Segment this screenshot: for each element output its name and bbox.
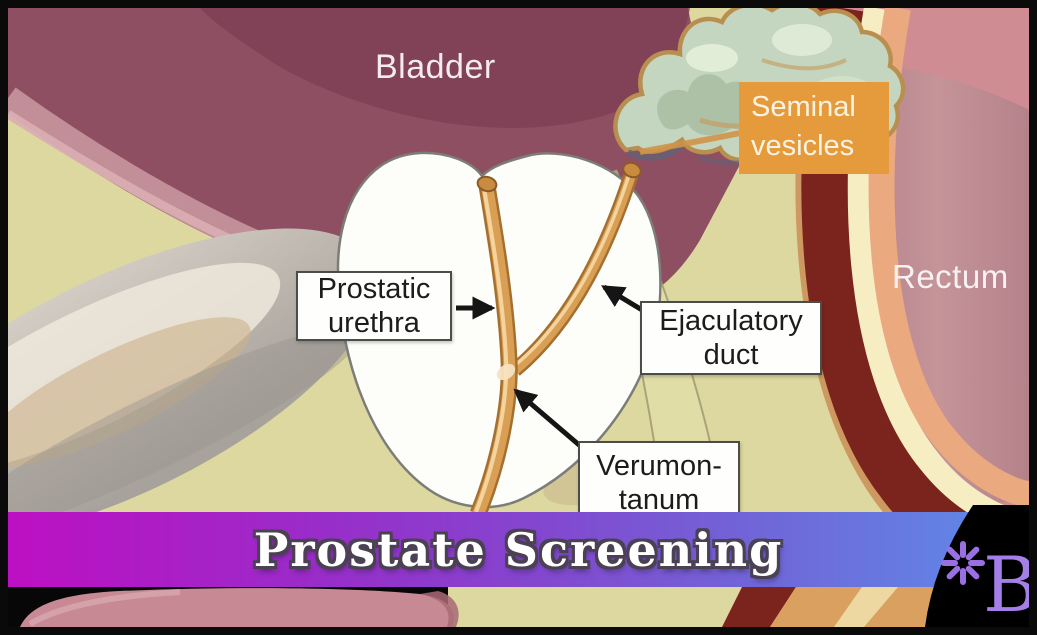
illustration-canvas: Bladder Rectum Seminal vesicles Prostati… <box>8 8 1029 627</box>
strip-cream-streak <box>834 587 898 627</box>
prostatic-urethra-tube <box>470 175 518 518</box>
pubic-bone-shape <box>8 228 377 542</box>
strip-maroon-band <box>722 587 796 627</box>
verumontanum-label-line1: Verumon- <box>596 449 722 482</box>
ejaculatory-duct-tube <box>510 161 642 376</box>
bladder-shade <box>200 8 690 128</box>
rectum-label: Rectum <box>892 258 1009 295</box>
bottom-strip-illustration <box>8 587 1029 627</box>
logo-letter: B <box>983 540 1029 627</box>
strip-pink-highlight <box>28 589 181 627</box>
title-banner <box>8 512 1029 587</box>
verumontanum-shape <box>496 363 516 381</box>
site-logo: B <box>925 505 1029 627</box>
asterisk-icon <box>941 541 985 585</box>
bottom-block: Prostate Screening <box>8 512 1029 627</box>
verumontanum-label-line2: tanum <box>618 484 700 516</box>
seminal-vesicles-label: Seminal vesicles <box>739 82 889 174</box>
banner-title: Prostate Screening <box>253 522 784 577</box>
verumontanum-label: Verumon- tanum <box>578 441 740 525</box>
ejaculatory-duct-label: Ejaculatory duct <box>640 301 822 375</box>
prostatic-urethra-label: Prostatic urethra <box>296 271 452 341</box>
bladder-label: Bladder <box>375 48 496 86</box>
verumontanum-arrow <box>513 388 587 452</box>
strip-pink-fold <box>420 591 459 627</box>
